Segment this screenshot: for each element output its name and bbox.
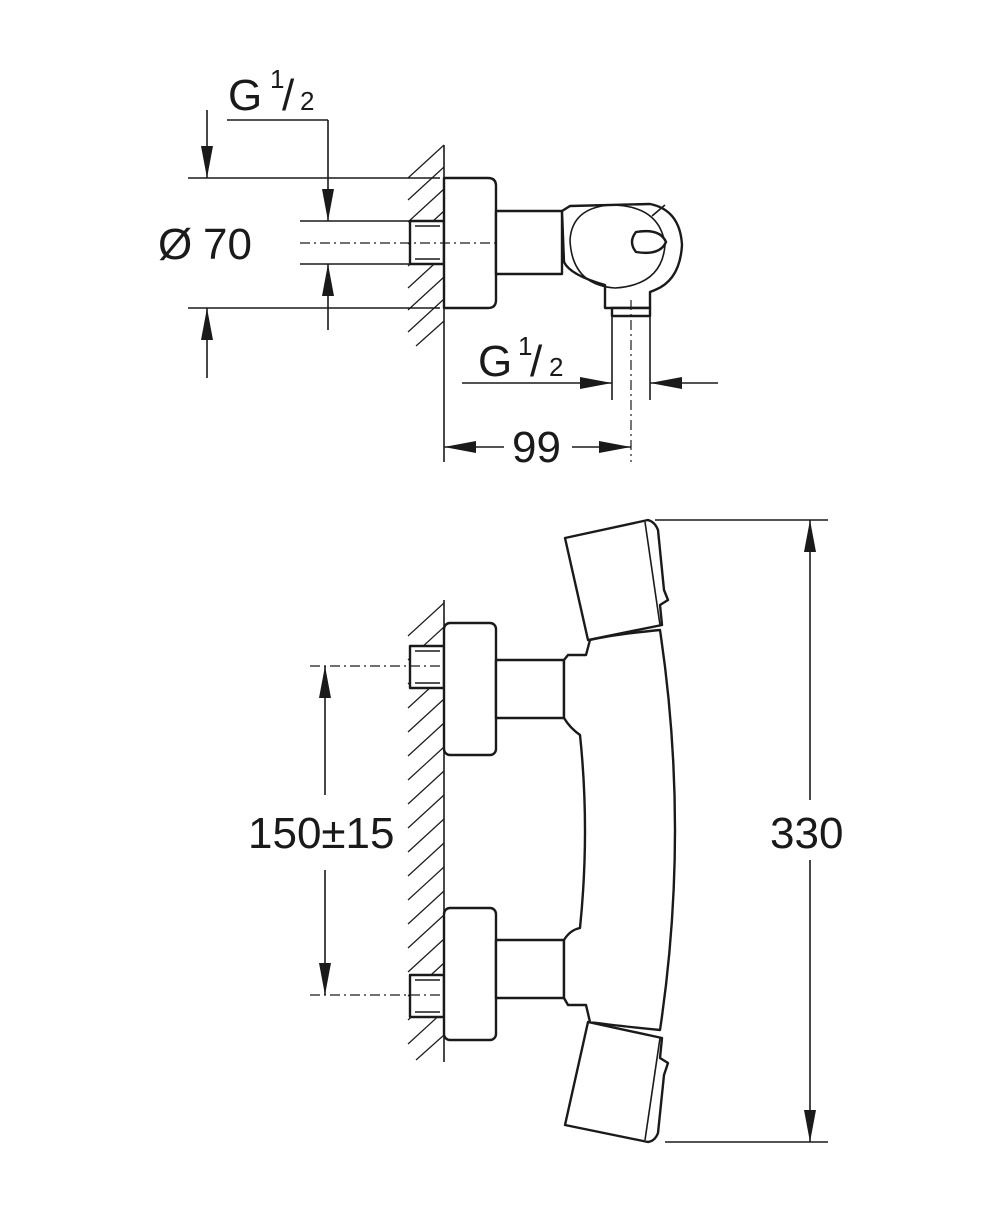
connection-arm — [494, 209, 564, 276]
thread-dimension-top — [227, 119, 410, 330]
projection-dimension — [444, 441, 631, 453]
thread-outlet-numerator: 1 — [518, 331, 532, 361]
thread-outlet-g-label: G — [478, 337, 512, 386]
lower-rosette — [442, 906, 498, 1042]
mixer-body — [560, 202, 684, 310]
height-dimension — [655, 519, 828, 1143]
diameter-dimension — [188, 110, 440, 378]
upper-arm — [494, 658, 566, 720]
center-distance-value: 150±15 — [248, 809, 395, 858]
side-view: G 1 / 2 Ø 70 G 1 / 2 99 — [158, 64, 718, 472]
thread-outlet-denominator: 2 — [549, 352, 563, 382]
thermostat-body — [562, 628, 677, 1032]
diameter-value: 70 — [203, 220, 252, 269]
thread-top-denominator: 2 — [300, 86, 314, 116]
lower-arm — [494, 938, 566, 1000]
thread-top-slash: / — [282, 71, 295, 120]
thread-dimension-outlet — [462, 377, 718, 389]
thread-top-numerator: 1 — [270, 64, 284, 94]
projection-value: 99 — [512, 423, 561, 472]
flow-handle — [563, 1020, 670, 1144]
thread-top-g-label: G — [228, 71, 262, 120]
temperature-handle — [563, 518, 670, 642]
diameter-symbol: Ø — [158, 220, 192, 269]
center-distance-dimension — [319, 666, 331, 995]
lower-wall-connector — [408, 973, 446, 1019]
height-value: 330 — [770, 809, 843, 858]
wall-hatching-top — [407, 144, 445, 462]
upper-rosette — [442, 621, 498, 757]
front-view: 150±15 330 — [248, 518, 843, 1144]
upper-wall-connector — [408, 644, 446, 690]
thread-outlet-slash: / — [530, 337, 543, 386]
